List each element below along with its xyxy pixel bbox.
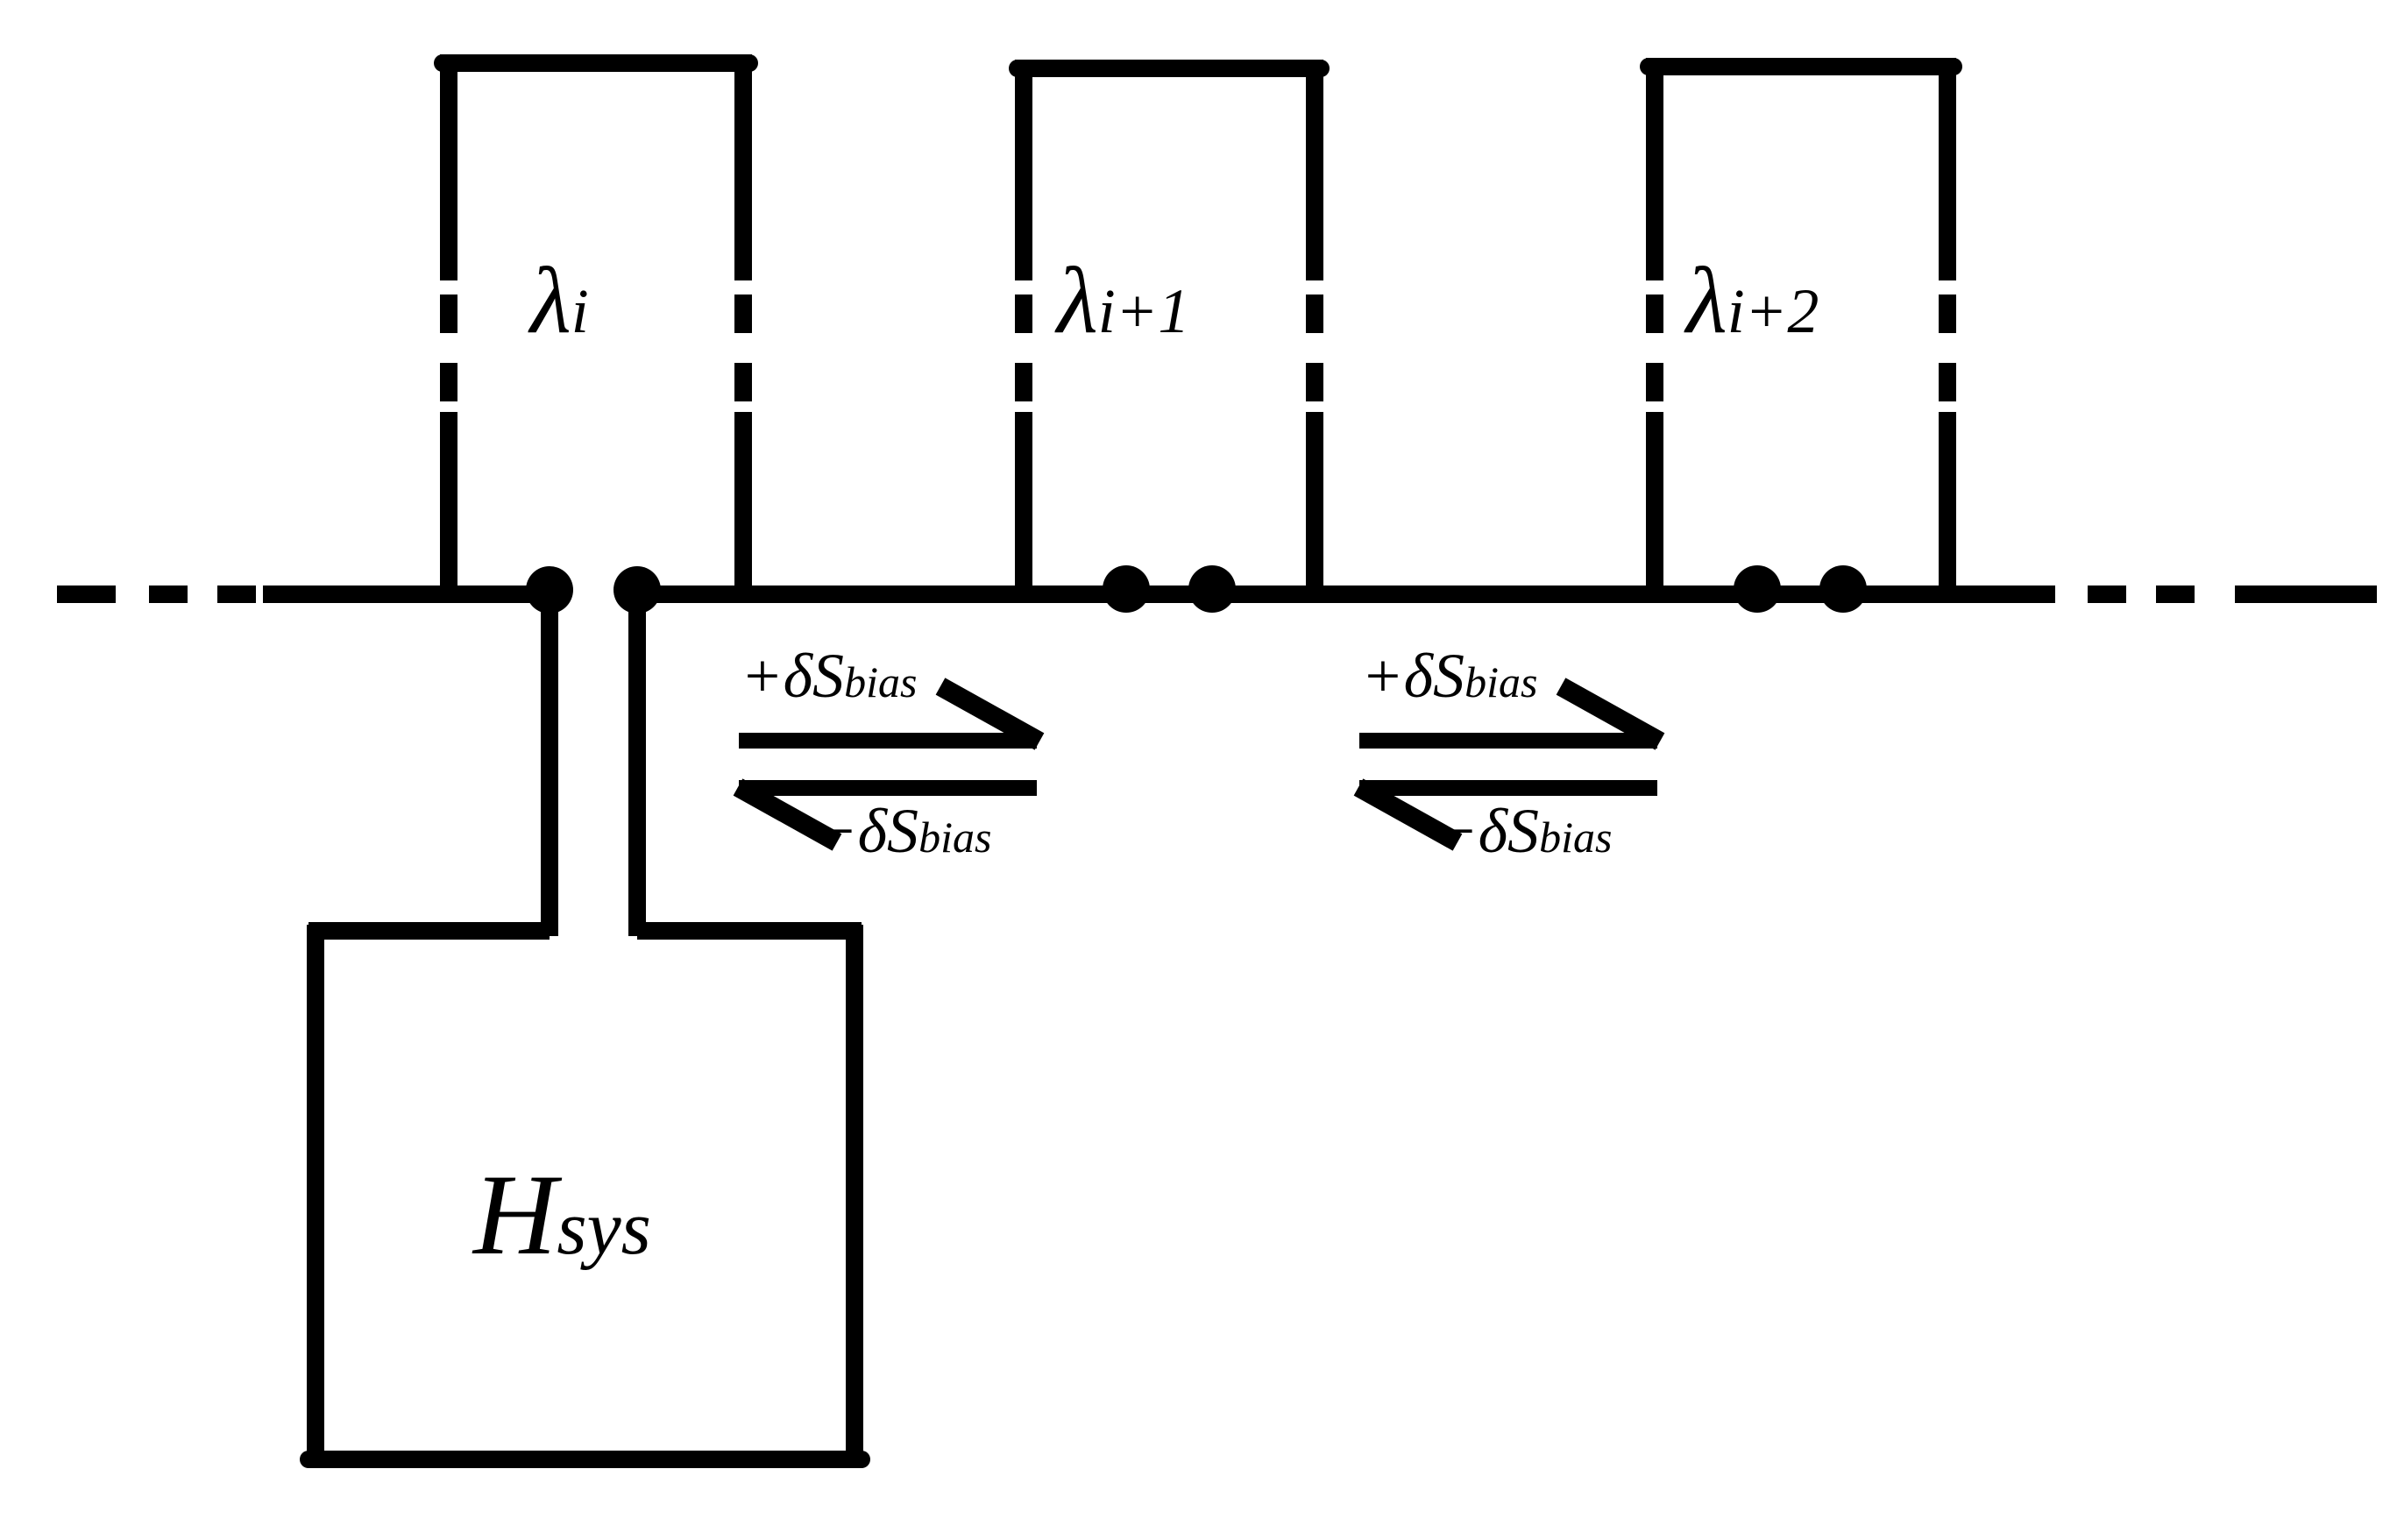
h-sys-subscript: sys [557, 1186, 651, 1271]
chain-node-1[interactable] [526, 566, 573, 614]
chain-node-2[interactable] [613, 566, 661, 614]
lambda-i-symbol: λ [530, 249, 571, 353]
transition-1-forward-symbol: +δS [741, 641, 845, 711]
transition-arrows-2 [1353, 678, 1665, 851]
lambda-i-label: λi [530, 254, 589, 349]
lambda-i-plus-1-symbol: λ [1057, 249, 1098, 353]
lambda-i-plus-2-subscript: i+2 [1727, 276, 1819, 346]
lambda-i-subscript: i [571, 276, 589, 346]
transition-2-forward-subscript: bias [1464, 657, 1538, 706]
lambda-i-plus-2-symbol: λ [1686, 249, 1727, 353]
transition-2-reverse-head [1353, 778, 1463, 851]
transition-1-reverse-subscript: bias [918, 813, 992, 862]
transition-2-reverse-symbol: −δS [1436, 796, 1540, 866]
chain-node-3[interactable] [1103, 565, 1150, 613]
lambda-i-plus-2-label: λi+2 [1686, 254, 1819, 349]
transition-1-forward-label: +δSbias [741, 644, 917, 707]
h-sys-box [300, 922, 870, 1468]
transition-2-reverse-subscript: bias [1539, 813, 1613, 862]
chain-nodes-group [526, 565, 1867, 614]
transition-1-reverse-head [733, 778, 842, 851]
h-sys-symbol: H [473, 1150, 557, 1279]
lambda-i-plus-1-label: λi+1 [1057, 254, 1189, 349]
lambda-i-plus-1-box [1009, 60, 1330, 600]
transition-1-reverse-symbol: −δS [815, 796, 919, 866]
transition-arrows-1 [733, 678, 1045, 851]
transition-2-reverse-label: −δSbias [1436, 799, 1612, 862]
transition-2-forward-symbol: +δS [1361, 641, 1465, 711]
chain-node-6[interactable] [1819, 565, 1867, 613]
lambda-i-box [434, 54, 758, 600]
lambda-i-plus-1-subscript: i+1 [1097, 276, 1190, 346]
coupling-leads-group [541, 590, 646, 936]
transition-1-reverse-label: −δSbias [815, 799, 991, 862]
chain-node-5[interactable] [1734, 565, 1781, 613]
transition-2-forward-head [1556, 678, 1665, 750]
transition-1-forward-subscript: bias [844, 657, 918, 706]
h-sys-label: Hsys [473, 1157, 651, 1273]
chain-node-4[interactable] [1188, 565, 1236, 613]
transition-2-forward-label: +δSbias [1361, 644, 1537, 707]
lambda-i-plus-2-box [1640, 58, 1962, 600]
transition-1-forward-head [935, 678, 1045, 750]
